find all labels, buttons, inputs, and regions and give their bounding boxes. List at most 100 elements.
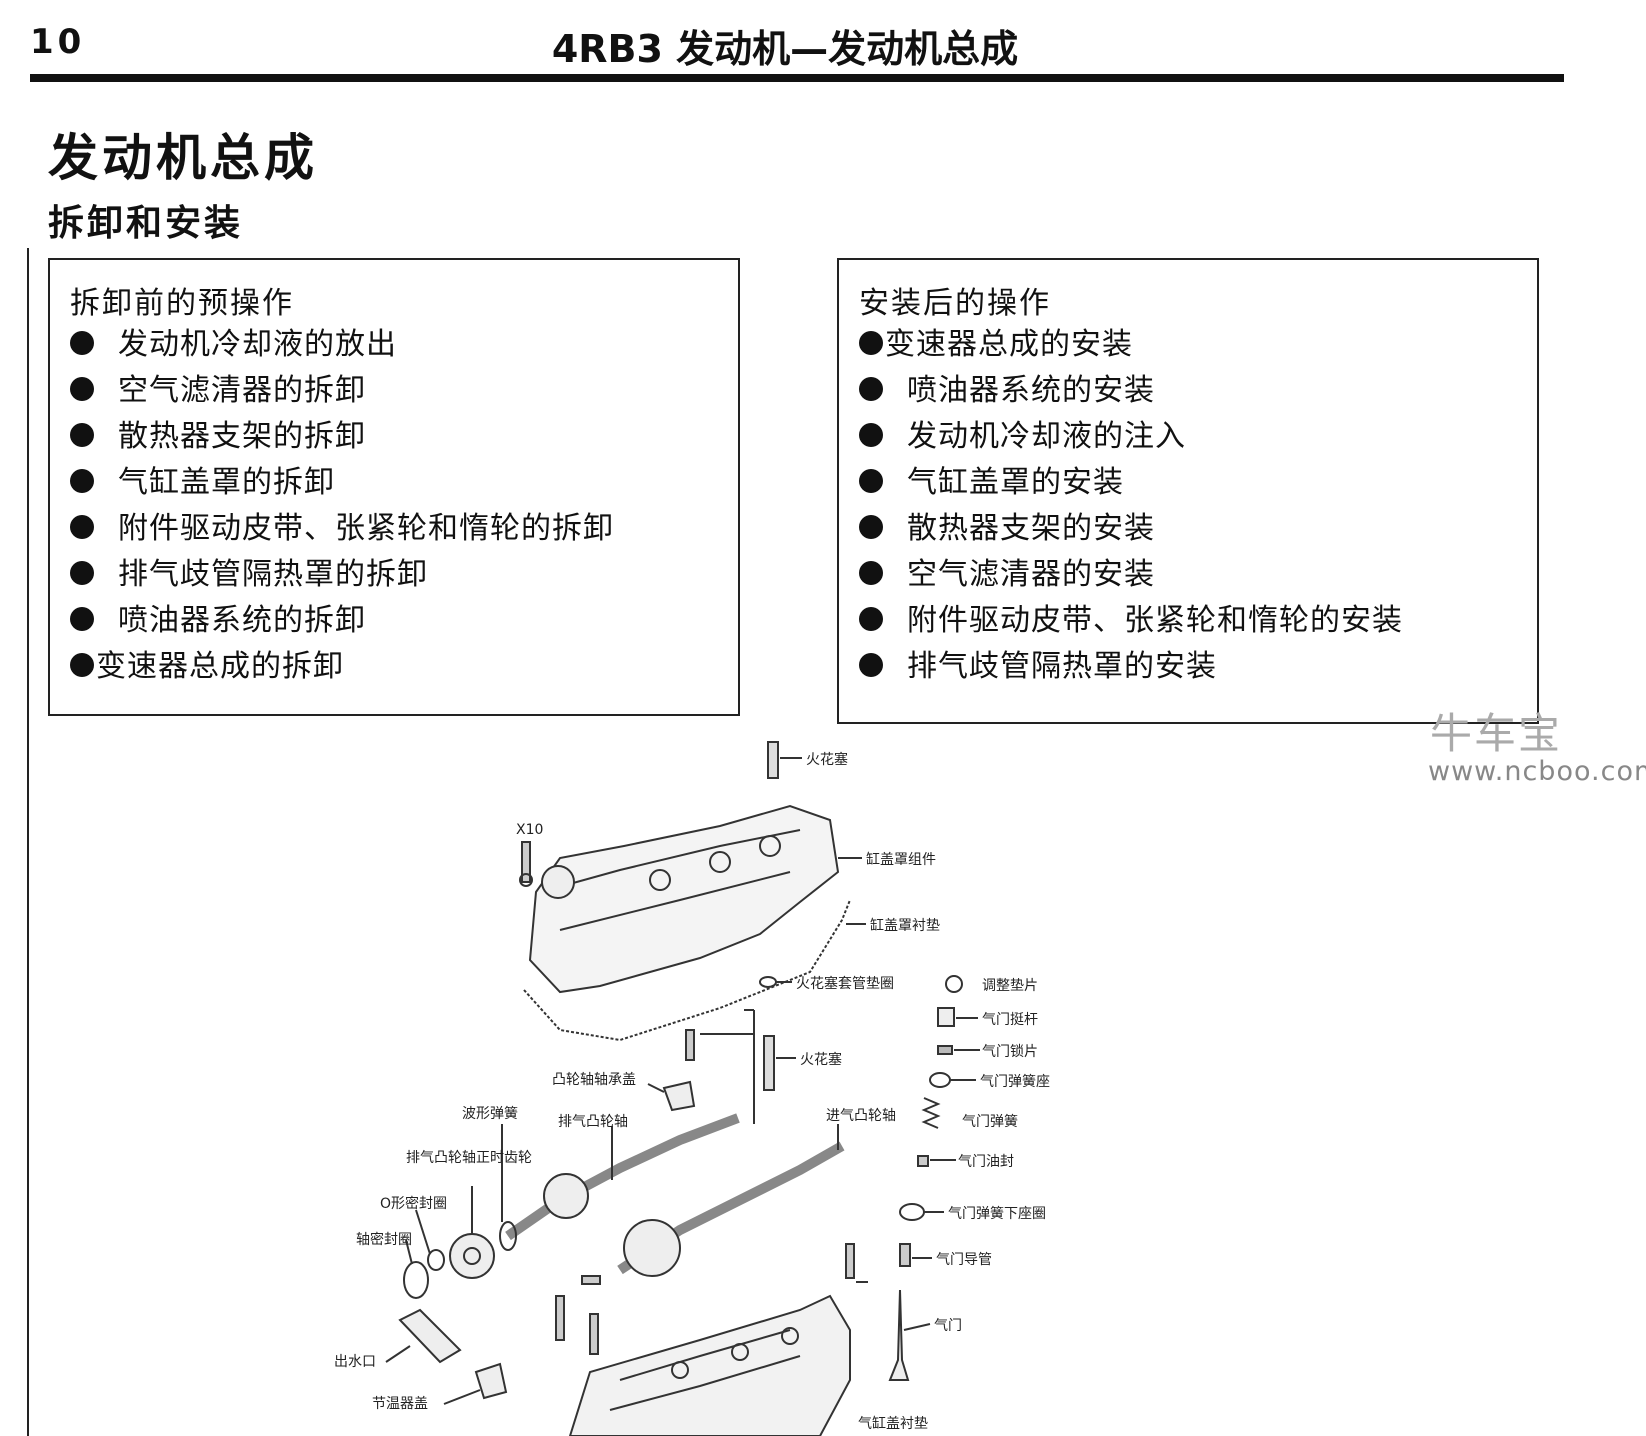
bullet-icon: [70, 331, 94, 355]
bullet-icon: [859, 377, 883, 401]
watermark-url: www.ncboo.com: [1428, 756, 1646, 787]
label-spark-plug-top: 火花塞: [806, 751, 848, 768]
cover-bolt-part: [519, 841, 533, 887]
bullet-icon: [859, 515, 883, 539]
valve-spring-part: [921, 1097, 941, 1129]
bullet-icon: [70, 561, 94, 585]
bullet-icon: [859, 331, 883, 355]
running-title: 4RB3 发动机—发动机总成: [551, 27, 1019, 71]
cylinder-head-cover-part: [528, 804, 862, 994]
post-install-box: 安装后的操作 变速器总成的安装 喷油器系统的安装 发动机冷却液的注入 气缸盖罩的…: [837, 258, 1539, 724]
pre-removal-box: 拆卸前的预操作 发动机冷却液的放出 空气滤清器的拆卸 散热器支架的拆卸 气缸盖罩…: [48, 258, 740, 716]
label-valve-adjust-shim: 调整垫片: [982, 978, 1038, 994]
page-number: 10: [30, 22, 86, 62]
bullet-icon: [70, 423, 94, 447]
label-exhaust-cam-timing-gear: 排气凸轮轴正时齿轮: [406, 1150, 532, 1166]
label-o-ring: O形密封圈: [380, 1195, 447, 1212]
watermark-brand: 牛车宝: [1430, 709, 1563, 758]
bullet-icon: [70, 377, 94, 401]
label-spark-plug: 火花塞: [800, 1051, 842, 1068]
bullet-icon: [70, 653, 94, 677]
head-bolt-part: [581, 1275, 601, 1285]
label-valve-keeper: 气门锁片: [982, 1044, 1038, 1060]
label-cylinder-head: 气缸盖衬垫: [858, 1415, 928, 1432]
bullet-icon: [70, 515, 94, 539]
label-valve-oil-seal: 气门油封: [958, 1154, 1014, 1170]
label-valve: 气门: [934, 1318, 962, 1334]
bullet-icon: [859, 653, 883, 677]
post-install-list: 变速器总成的安装 喷油器系统的安装 发动机冷却液的注入 气缸盖罩的安装 散热器支…: [859, 322, 1403, 690]
label-plug-tube-gasket: 火花塞套管垫圈: [796, 975, 894, 992]
list-item: 气缸盖罩的拆卸: [70, 460, 614, 506]
label-bolt-count: X10: [516, 822, 543, 838]
label-water-outlet: 出水口: [334, 1354, 376, 1370]
label-valve-guide: 气门导管: [936, 1252, 992, 1268]
list-item: 发动机冷却液的放出: [70, 322, 614, 368]
label-intake-camshaft: 进气凸轮轴: [826, 1108, 896, 1124]
o-ring-part: [415, 1209, 445, 1271]
bullet-icon: [859, 607, 883, 631]
list-item: 喷油器系统的安装: [859, 368, 1403, 414]
valve-lifter-part: [937, 1007, 955, 1027]
list-item: 气缸盖罩的安装: [859, 460, 1403, 506]
list-item: 变速器总成的拆卸: [70, 644, 614, 690]
exhaust-cam-timing-gear-part: [449, 1186, 495, 1279]
bullet-icon: [859, 423, 883, 447]
pre-removal-list: 发动机冷却液的放出 空气滤清器的拆卸 散热器支架的拆卸 气缸盖罩的拆卸 附件驱动…: [70, 322, 614, 690]
list-item: 空气滤清器的安装: [859, 552, 1403, 598]
cam-cap-bolt-part: [685, 1029, 695, 1061]
shaft-seal-part: [403, 1239, 429, 1299]
list-item: 发动机冷却液的注入: [859, 414, 1403, 460]
post-install-heading: 安装后的操作: [859, 286, 1051, 321]
bullet-icon: [859, 561, 883, 585]
list-item: 散热器支架的拆卸: [70, 414, 614, 460]
label-wave-washer: 波形弹簧: [462, 1106, 518, 1122]
section-title: 发动机总成: [48, 129, 318, 187]
bullet-icon: [70, 607, 94, 631]
label-camshaft-bearing-cap: 凸轮轴轴承盖: [552, 1072, 636, 1088]
label-valve-spring: 气门弹簧: [962, 1114, 1018, 1130]
list-item: 排气歧管隔热罩的安装: [859, 644, 1403, 690]
pre-removal-heading: 拆卸前的预操作: [70, 286, 294, 321]
cover-gasket-part: [523, 899, 866, 1042]
cylinder-head-part: [568, 1243, 868, 1436]
list-item: 散热器支架的安装: [859, 506, 1403, 552]
bullet-icon: [70, 469, 94, 493]
valve-keeper-part: [937, 1045, 953, 1055]
header-rule: [30, 74, 1564, 82]
valve-oil-seal-part: [917, 1155, 929, 1167]
plug-tube-gasket-part: [759, 976, 792, 988]
bullet-icon: [859, 469, 883, 493]
spark-plug-top-part: [767, 741, 802, 779]
head-bolt-part: [555, 1295, 565, 1341]
water-outlet-part: [385, 1308, 462, 1364]
valve-part: [888, 1289, 910, 1381]
list-item: 变速器总成的安装: [859, 322, 1403, 368]
label-cover-gasket: 缸盖罩衬垫: [870, 917, 940, 934]
list-item: 喷油器系统的拆卸: [70, 598, 614, 644]
head-bolt-part: [589, 1313, 599, 1355]
sub-title: 拆卸和安装: [48, 203, 244, 244]
label-valve-lifter: 气门挺杆: [982, 1012, 1038, 1028]
list-item: 附件驱动皮带、张紧轮和惰轮的拆卸: [70, 506, 614, 552]
label-valve-spring-seat: 气门弹簧座: [980, 1074, 1050, 1090]
camshaft-bearing-cap-part: [647, 1080, 696, 1112]
wave-washer-part: [499, 1124, 517, 1251]
list-item: 附件驱动皮带、张紧轮和惰轮的安装: [859, 598, 1403, 644]
intake-camshaft-part: [617, 1124, 845, 1277]
valve-adjust-shim-part: [945, 975, 963, 993]
valve-guide-part: [899, 1243, 911, 1267]
label-valve-spring-lower-seat: 气门弹簧下座圈: [948, 1206, 1046, 1222]
label-shaft-seal: 轴密封圈: [356, 1231, 412, 1248]
spark-plug-part: [700, 1009, 796, 1124]
label-thermostat-housing: 节温器盖: [372, 1396, 428, 1412]
valve-spring-seat-part: [929, 1072, 951, 1088]
valve-spring-lower-seat-part: [899, 1203, 925, 1221]
list-item: 排气歧管隔热罩的拆卸: [70, 552, 614, 598]
margin-bar: [27, 248, 29, 1436]
list-item: 空气滤清器的拆卸: [70, 368, 614, 414]
label-cover-assembly: 缸盖罩组件: [866, 851, 936, 868]
label-exhaust-camshaft: 排气凸轮轴: [558, 1114, 628, 1130]
exhaust-camshaft-part: [505, 1113, 740, 1241]
